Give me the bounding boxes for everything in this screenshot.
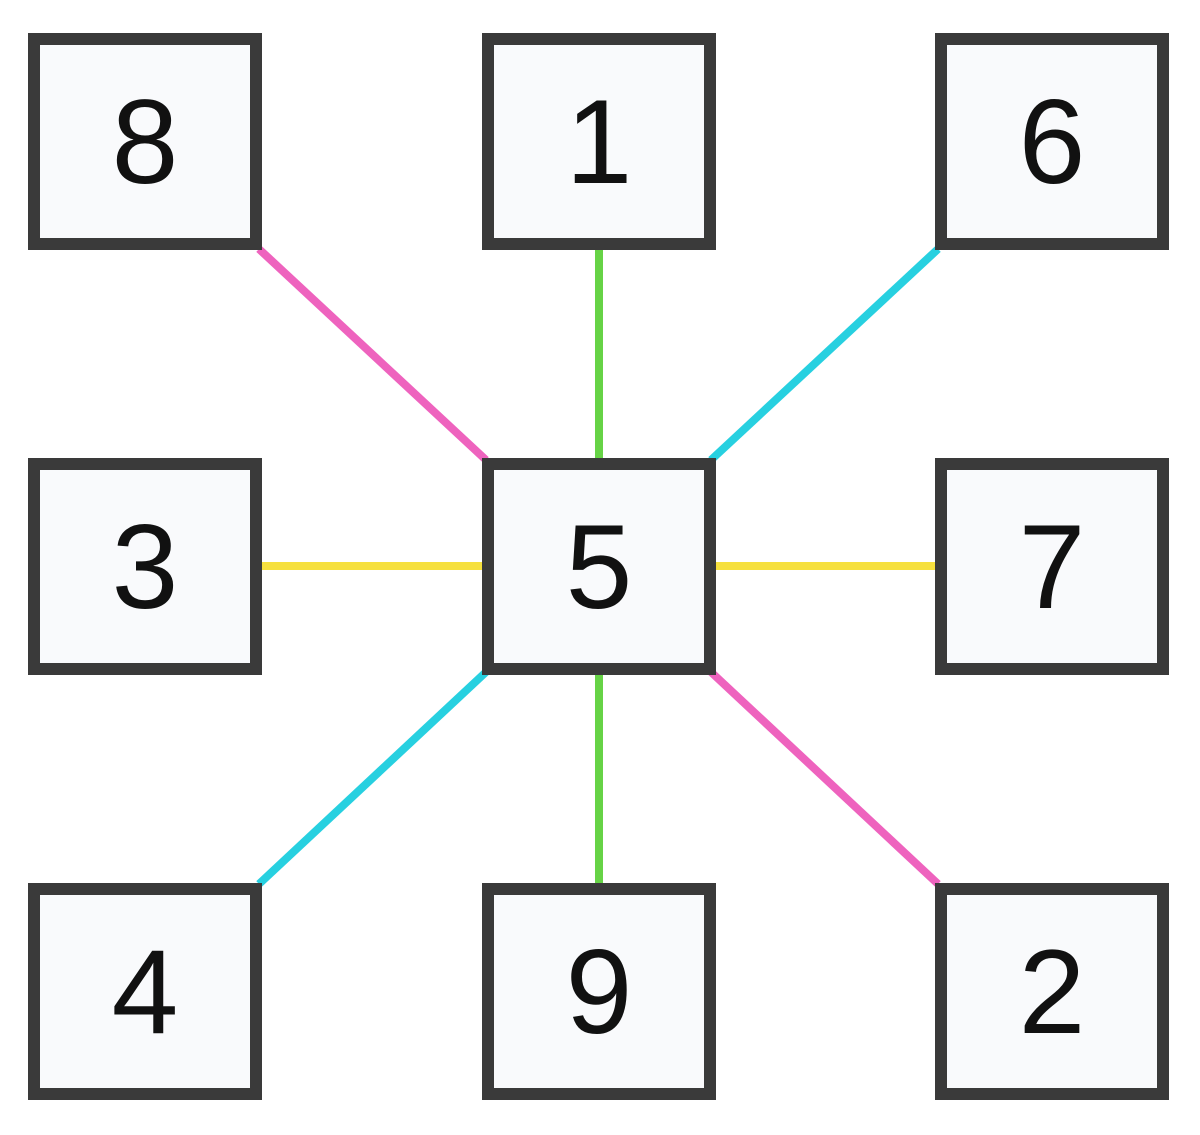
number-label: 5 bbox=[565, 499, 633, 634]
number-box-bottom-right: 2 bbox=[935, 883, 1169, 1100]
connector-line-6-5 bbox=[708, 246, 941, 463]
number-label: 4 bbox=[111, 924, 179, 1059]
number-label: 1 bbox=[565, 74, 633, 209]
number-box-top-center: 1 bbox=[482, 33, 716, 250]
number-label: 3 bbox=[111, 499, 179, 634]
connector-line-8-5 bbox=[256, 246, 489, 463]
connector-line-4-5 bbox=[256, 669, 489, 887]
number-label: 7 bbox=[1018, 499, 1086, 634]
number-box-bottom-left: 4 bbox=[28, 883, 262, 1100]
number-box-top-left: 8 bbox=[28, 33, 262, 250]
number-box-top-right: 6 bbox=[935, 33, 1169, 250]
number-label: 2 bbox=[1018, 924, 1086, 1059]
connector-line-2-5 bbox=[708, 669, 941, 887]
number-label: 9 bbox=[565, 924, 633, 1059]
number-box-middle-right: 7 bbox=[935, 458, 1169, 675]
number-label: 8 bbox=[111, 74, 179, 209]
number-box-bottom-center: 9 bbox=[482, 883, 716, 1100]
number-box-center: 5 bbox=[482, 458, 716, 675]
number-label: 6 bbox=[1018, 74, 1086, 209]
number-box-middle-left: 3 bbox=[28, 458, 262, 675]
